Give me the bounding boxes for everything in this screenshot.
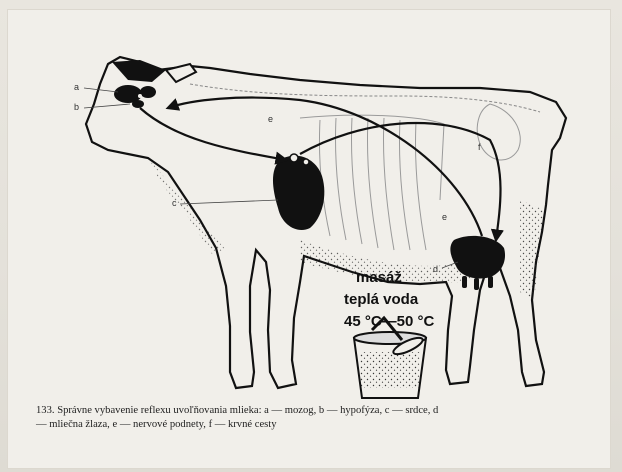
label-e-upper: e: [268, 114, 273, 124]
label-f: f: [478, 142, 481, 152]
label-c: c: [172, 198, 177, 208]
label-a: a: [74, 82, 79, 92]
annotation-massage: masáž: [356, 270, 402, 285]
figure-caption: 133. Správne vybavenie reflexu uvoľňovan…: [36, 404, 584, 432]
annotation-temperature: 45 °C—50 °C: [344, 314, 434, 329]
bucket-icon: [354, 318, 426, 398]
rear-shading: [520, 200, 544, 300]
heart-vessel-2: [303, 159, 309, 165]
label-e-lower: e: [442, 212, 447, 222]
heart-vessel-1: [290, 154, 298, 162]
cow-body-outline: [86, 57, 566, 388]
label-d: d: [433, 264, 438, 274]
label-b: b: [74, 102, 79, 112]
caption-line-2: — mliečna žlaza, e — nervové podnety, f …: [36, 418, 584, 432]
caption-line-1: 133. Správne vybavenie reflexu uvoľňovan…: [36, 404, 584, 418]
annotation-warm-water: teplá voda: [344, 292, 418, 307]
